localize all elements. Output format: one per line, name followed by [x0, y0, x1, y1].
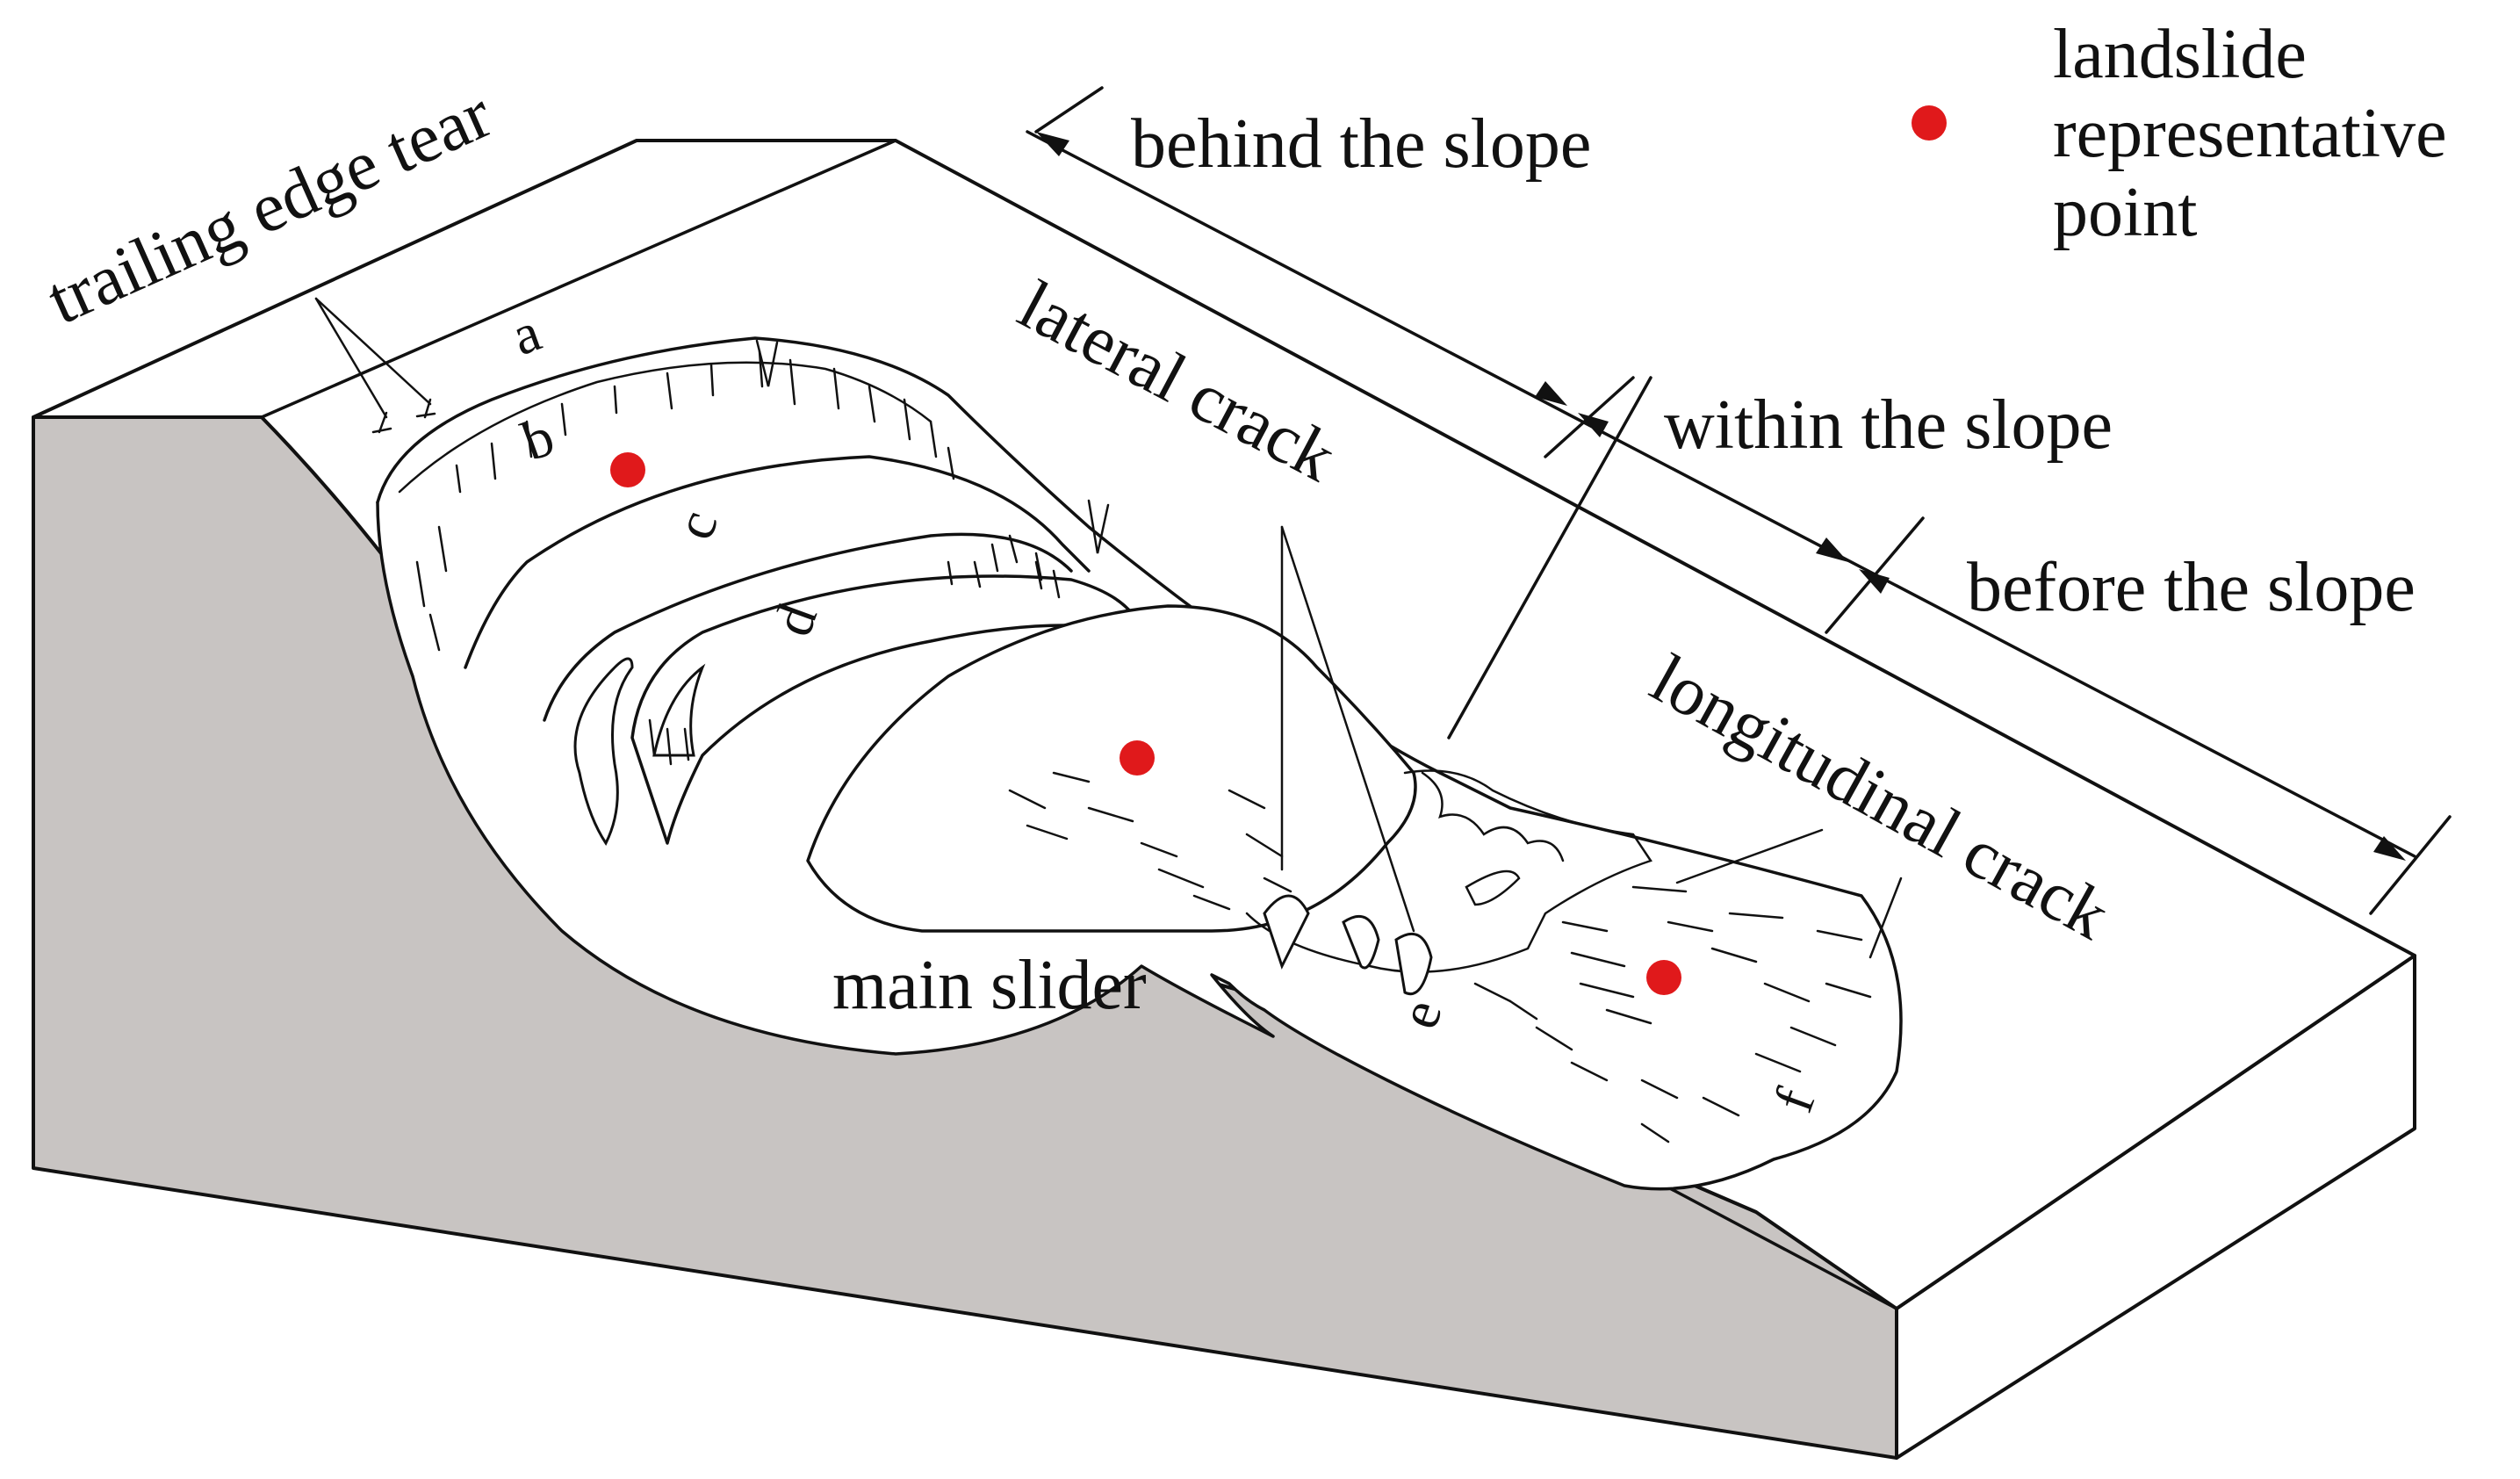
- lateral-slip-left: [573, 657, 634, 846]
- zone-d-boundary: [543, 532, 1073, 722]
- label-before-the-slope: before the slope: [1967, 549, 2416, 626]
- zone-d-hatching: [648, 560, 1061, 766]
- slope-crest-line: [260, 139, 897, 419]
- scarp-notch-2: [1087, 499, 1110, 554]
- label-behind-the-slope: behind the slope: [1131, 105, 1591, 183]
- scarp-notch-1: [755, 339, 779, 387]
- toe-lobes: [1263, 894, 1433, 995]
- zone-e-strip: [1245, 769, 1652, 973]
- legend-line-3: point: [2053, 174, 2197, 251]
- legend-line-1: landslide: [2053, 16, 2307, 93]
- representative-point-main: [1120, 740, 1155, 776]
- label-within-the-slope: within the slope: [1664, 386, 2113, 464]
- label-main-slider: main slider: [832, 947, 1147, 1024]
- leader-lines: [314, 297, 1903, 959]
- representative-point-b: [610, 452, 645, 487]
- main-slider-cracks: [1008, 771, 1292, 911]
- toe-waves: [1421, 771, 1565, 862]
- arrowheads: [1036, 132, 2406, 861]
- main-scarp: [398, 361, 932, 494]
- toe-cracks: [1473, 885, 1872, 1144]
- legend-point-icon: [1912, 105, 1947, 141]
- zone-c-boundary: [464, 455, 1091, 669]
- lateral-slip-mid: [652, 663, 706, 757]
- legend-line-2: representative: [2053, 95, 2447, 172]
- toe-bubble: [1465, 869, 1521, 906]
- representative-point-f: [1646, 960, 1681, 995]
- scarp-hatching: [415, 350, 1043, 652]
